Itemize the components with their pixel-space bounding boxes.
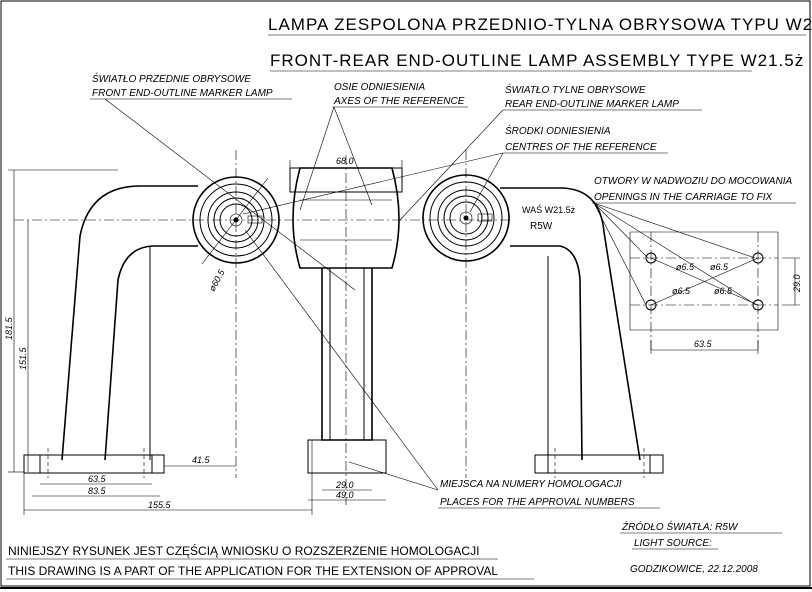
footer-note-pl: NINIEJSZY RYSUNEK JEST CZĘŚCIĄ WNIOSKU O… bbox=[8, 543, 479, 558]
callout-rear-pl: ŚWIATŁO TYLNE OBRYSOWE bbox=[505, 83, 646, 96]
dim-height-inner: 151.5 bbox=[18, 346, 28, 370]
callout-front-pl: ŚWIATŁO PRZEDNIE OBRYSOWE bbox=[92, 72, 251, 85]
dim-stem-inner: 29.0 bbox=[335, 480, 354, 490]
dim-base-inner: 63.5 bbox=[88, 474, 107, 484]
dim-hole-3: ø6.5 bbox=[672, 286, 691, 296]
dim-stem-outer: 49.0 bbox=[336, 490, 354, 500]
rear-lamp-view bbox=[422, 174, 664, 478]
dim-height-total: 181.5 bbox=[4, 316, 14, 340]
callout-axes-pl: OSIE ODNIESIENIA bbox=[334, 82, 425, 93]
callout-centres-en: CENTRES OF THE REFERENCE bbox=[505, 142, 657, 153]
dim-top-width: 68.0 bbox=[336, 156, 354, 166]
light-source-pl: ŹRÓDŁO ŚWIATŁA: R5W bbox=[621, 520, 739, 533]
footer: NINIEJSZY RYSUNEK JEST CZĘŚCIĄ WNIOSKU O… bbox=[6, 520, 782, 580]
callouts: ŚWIATŁO PRZEDNIE OBRYSOWE FRONT END-OUTL… bbox=[90, 72, 796, 509]
callout-approval-en: PLACES FOR THE APPROVAL NUMBERS bbox=[440, 497, 635, 508]
bulb-marking: R5W bbox=[530, 221, 553, 232]
mounting-holes-pattern bbox=[629, 231, 800, 354]
reference-axes bbox=[14, 150, 512, 478]
dimension-labels: 68.0 ø60.5 181.5 151.5 41.5 63.5 83.5 15… bbox=[4, 156, 354, 510]
place-date: GODZIKOWICE, 22.12.2008 bbox=[630, 564, 758, 575]
callout-openings-pl: OTWORY W NADWOZIU DO MOCOWANIA bbox=[594, 176, 792, 187]
dim-base-outer: 155.5 bbox=[148, 500, 172, 510]
callout-openings-en: OPENINGS IN THE CARRIAGE TO FIX bbox=[594, 192, 773, 203]
title-en: FRONT-REAR END-OUTLINE LAMP ASSEMBLY TYP… bbox=[270, 51, 804, 70]
dim-hole-2: ø6.5 bbox=[710, 262, 729, 272]
title-block: LAMPA ZESPOLONA PRZEDNIO-TYLNA OBRYSOWA … bbox=[268, 15, 812, 72]
dim-offset: 41.5 bbox=[192, 455, 211, 465]
callout-front-en: FRONT END-OUTLINE MARKER LAMP bbox=[92, 88, 273, 99]
footer-note-en: THIS DRAWING IS A PART OF THE APPLICATIO… bbox=[8, 564, 498, 578]
title-pl: LAMPA ZESPOLONA PRZEDNIO-TYLNA OBRYSOWA … bbox=[268, 15, 812, 34]
dim-base-mid: 83.5 bbox=[88, 486, 107, 496]
mounting-holes-labels: ø6.5 ø6.5 ø6.5 ø6.5 29.0 63.5 bbox=[672, 262, 802, 349]
callout-approval-pl: MIEJSCA NA NUMERY HOMOLOGACJI bbox=[440, 479, 622, 490]
dim-hole-spacing-h: 63.5 bbox=[694, 339, 713, 349]
dim-hole-spacing-v: 29.0 bbox=[792, 274, 802, 293]
dim-diameter: ø60.5 bbox=[207, 267, 227, 293]
callout-centres-pl: ŚRODKI ODNIESIENIA bbox=[505, 124, 611, 137]
dimension-lines bbox=[8, 160, 403, 515]
front-lamp-view bbox=[23, 176, 280, 478]
dim-hole-4: ø6.5 bbox=[714, 286, 733, 296]
light-source-en: LIGHT SOURCE: bbox=[634, 538, 712, 549]
side-view bbox=[289, 155, 403, 505]
callout-axes-en: AXES OF THE REFERENCE bbox=[333, 96, 465, 107]
type-marking: WAŚ W21.5ż bbox=[522, 204, 576, 215]
callout-rear-en: REAR END-OUTLINE MARKER LAMP bbox=[505, 99, 679, 110]
dim-hole-1: ø6.5 bbox=[676, 262, 695, 272]
leader-lines bbox=[104, 98, 757, 491]
